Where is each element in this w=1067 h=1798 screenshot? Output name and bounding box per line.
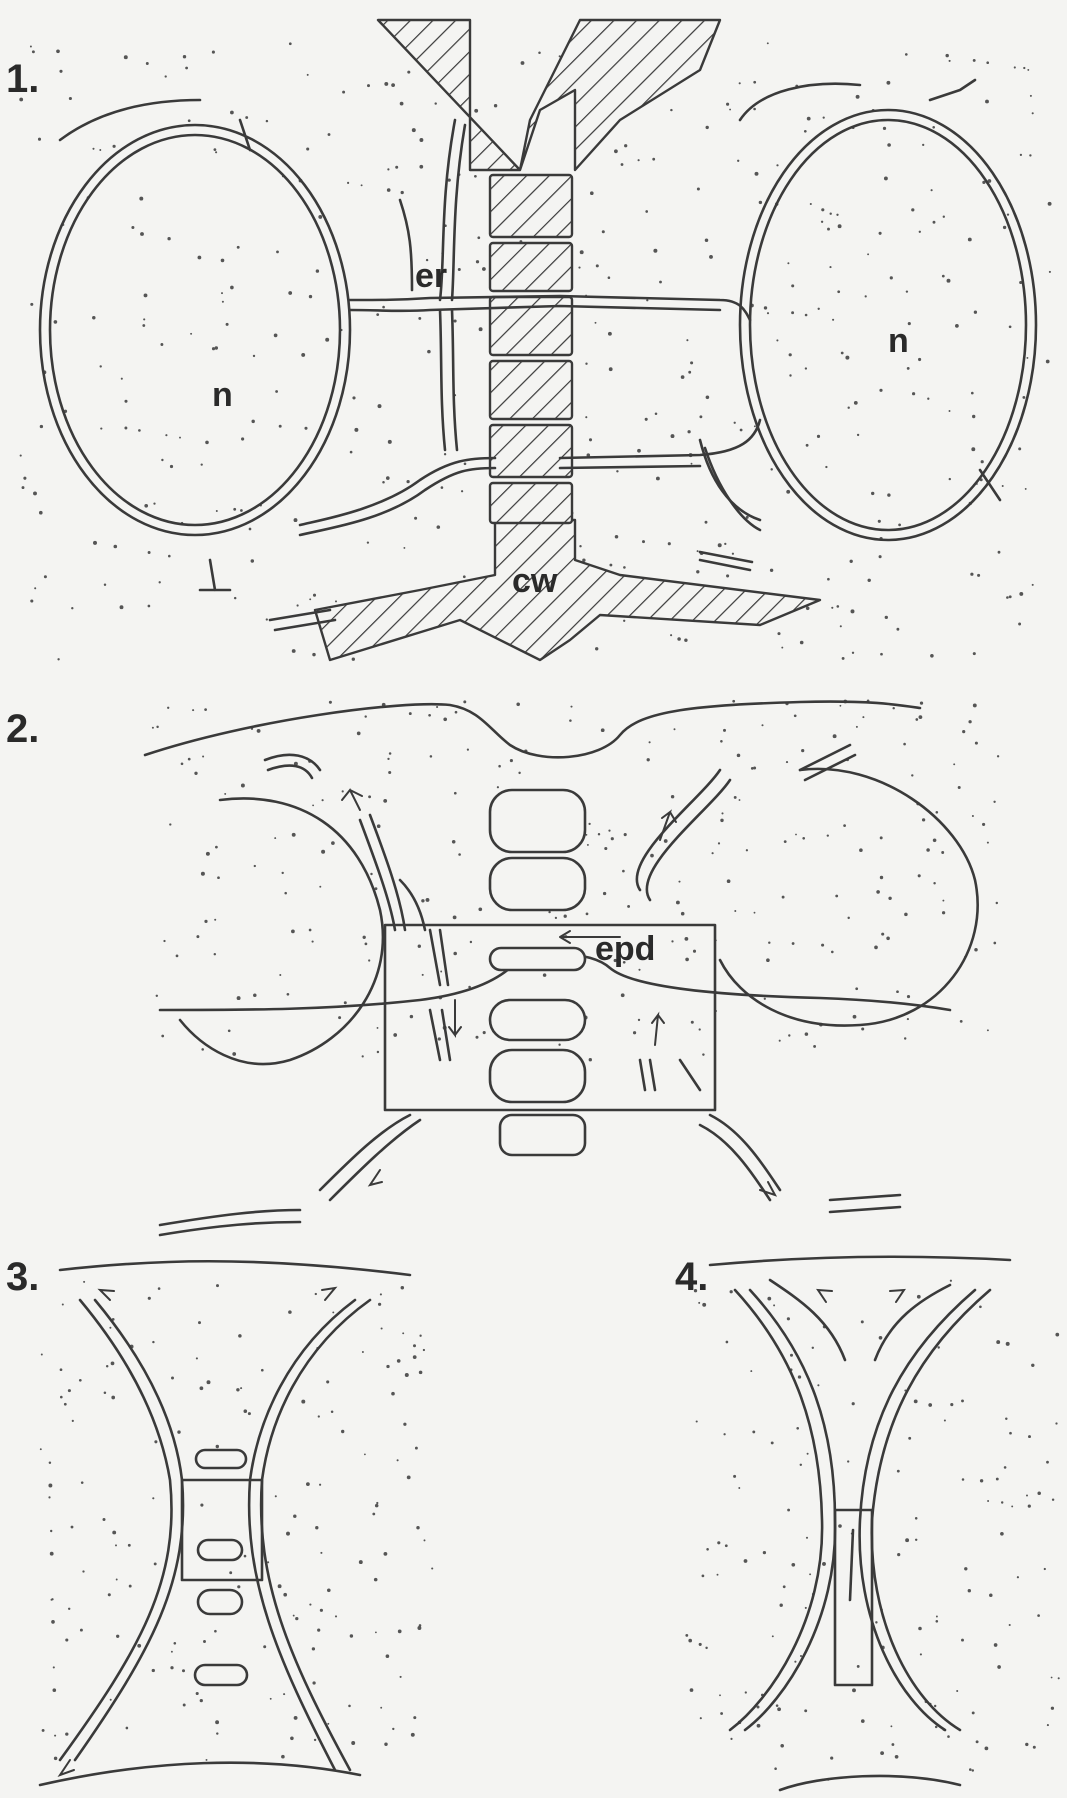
panel-1-number: 1. [6, 57, 39, 101]
panel-4-number: 4. [675, 1255, 708, 1299]
panel-1: 1. [6, 20, 1052, 661]
cw-label: cw [512, 562, 558, 600]
nucleus-left-label: n [212, 376, 233, 414]
cell-wall-lower [315, 520, 820, 660]
panel-4: 4. [675, 1255, 1060, 1790]
epd-label: epd [595, 930, 655, 968]
stipple-dots [40, 1281, 433, 1761]
panel-2: 2. [6, 699, 999, 1235]
panel-3: 3. [6, 1255, 433, 1785]
cell-outline-right [720, 769, 978, 1026]
wall-blocks [195, 1450, 247, 1685]
panel-2-number: 2. [6, 707, 39, 751]
cell-outline-top [710, 1257, 1010, 1265]
cell-outline-top [145, 702, 920, 758]
cell-wall-upper [378, 20, 720, 170]
nucleus-right-label: n [888, 322, 909, 360]
er-label: er [415, 257, 447, 295]
cell-outline-bottom [40, 1763, 360, 1785]
flow-arrows [818, 1290, 904, 1302]
cell-outline-top [60, 1261, 410, 1275]
cell-wall-blocks [490, 175, 572, 523]
nucleus-left [40, 125, 350, 535]
cell-outline-bottom [780, 1776, 960, 1790]
panel-3-number: 3. [6, 1255, 39, 1299]
cell-outline-left [180, 798, 383, 1064]
